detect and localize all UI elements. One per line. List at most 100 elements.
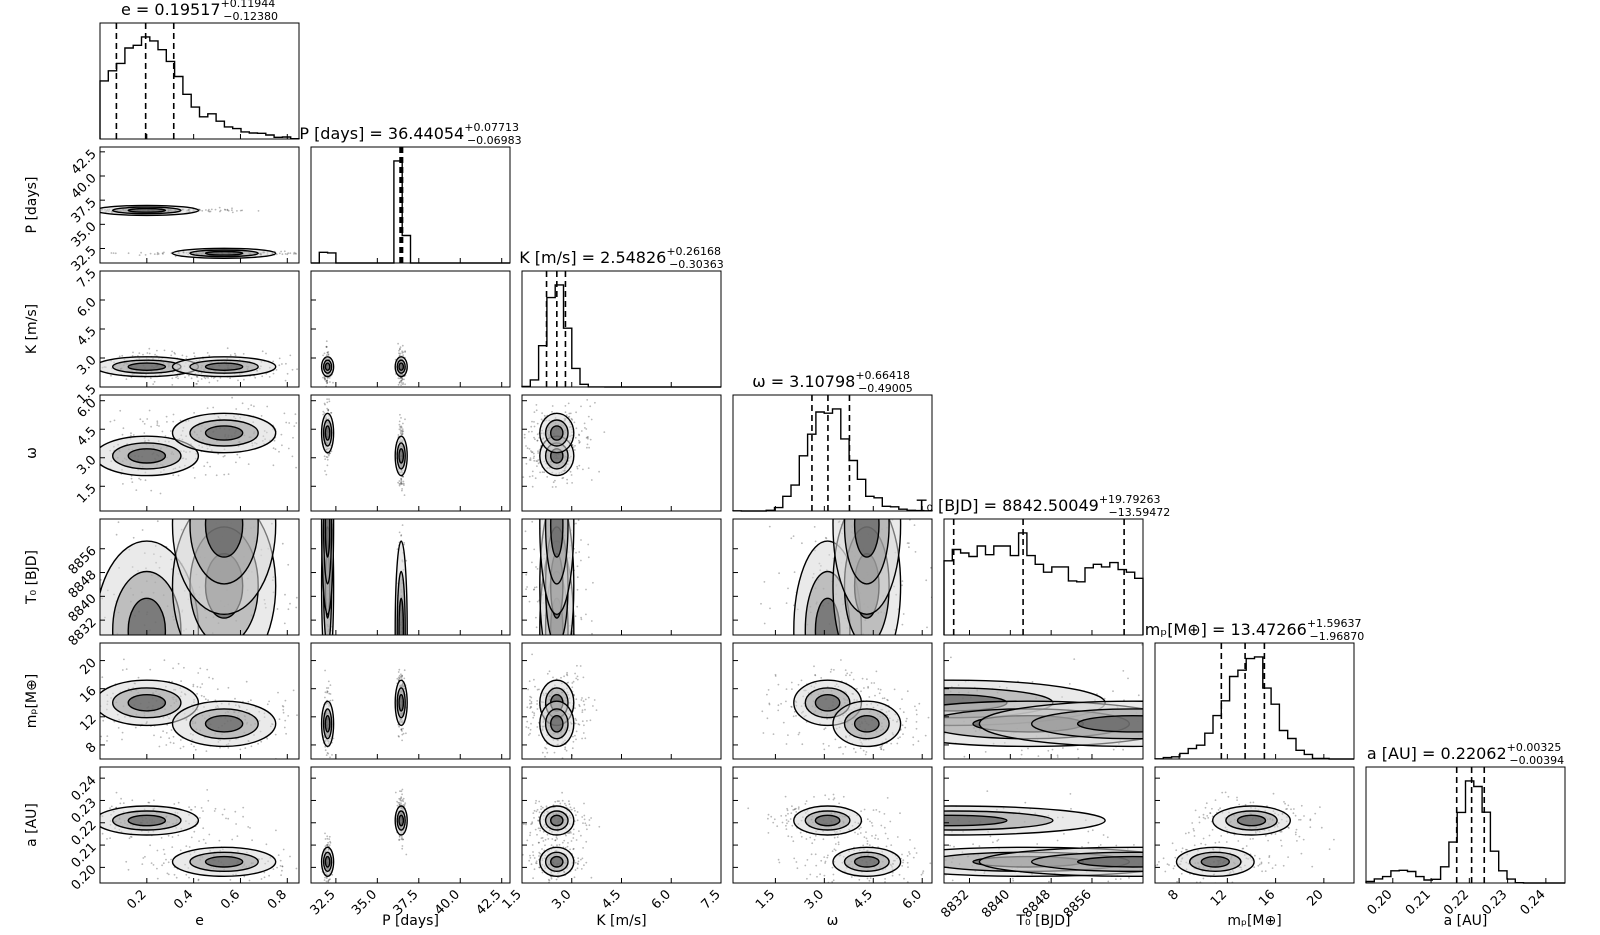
sample-point	[679, 680, 681, 682]
sample-point	[590, 418, 593, 421]
sample-point	[566, 674, 569, 677]
sample-point	[822, 742, 825, 745]
sample-point	[538, 734, 540, 737]
sample-point	[566, 673, 568, 676]
sample-point	[199, 667, 202, 670]
sample-point	[324, 749, 327, 752]
sample-point	[215, 474, 218, 477]
sample-point	[543, 471, 546, 474]
sample-point	[598, 470, 600, 473]
sample-point	[202, 349, 204, 351]
contour-K-omega-1-2	[550, 425, 564, 441]
sample-point	[880, 748, 883, 750]
sample-point	[399, 432, 402, 435]
sample-point	[823, 748, 826, 751]
sample-point	[200, 694, 203, 697]
sample-point	[1153, 694, 1155, 696]
sample-point	[228, 515, 230, 517]
sample-point	[1202, 733, 1204, 735]
sample-point	[325, 354, 328, 357]
sample-point	[574, 615, 577, 618]
sample-point	[326, 691, 328, 694]
sample-point	[787, 734, 789, 736]
sample-point	[106, 740, 108, 742]
sample-point	[838, 746, 840, 749]
sample-point	[832, 652, 834, 654]
sample-point	[836, 512, 838, 514]
sample-point	[235, 461, 237, 464]
sample-point	[398, 667, 400, 669]
sample-point	[132, 351, 134, 354]
sample-point	[158, 425, 160, 427]
sample-point	[573, 407, 575, 409]
sample-point	[1242, 703, 1244, 705]
sample-point	[878, 443, 880, 445]
sample-point	[397, 434, 400, 436]
sample-point	[297, 502, 299, 504]
sample-point	[919, 701, 921, 703]
sample-point	[866, 507, 868, 509]
sample-point	[827, 664, 829, 666]
sample-point	[400, 377, 403, 380]
contour-P-T0-0-2	[398, 597, 405, 635]
sample-point	[327, 483, 329, 485]
sample-point	[207, 210, 210, 212]
sample-point	[532, 457, 535, 459]
sample-point	[142, 353, 144, 356]
panel-frame-e	[99, 22, 300, 140]
sample-point	[327, 409, 330, 411]
sample-point	[575, 411, 577, 414]
sample-point	[75, 509, 77, 511]
sample-point	[525, 573, 528, 576]
sample-point	[818, 738, 820, 740]
sample-point	[814, 540, 817, 543]
sample-point	[284, 253, 287, 255]
sample-point	[518, 439, 520, 441]
sample-point	[122, 427, 125, 430]
sample-point	[574, 722, 577, 725]
sample-point	[325, 456, 328, 458]
sample-point	[326, 508, 328, 510]
sample-point	[400, 479, 403, 482]
sample-point	[529, 732, 531, 735]
title-minus-e: −0.12380	[223, 10, 278, 23]
sample-point	[593, 699, 596, 701]
sample-point	[897, 737, 900, 740]
sample-point	[766, 693, 768, 696]
sample-point	[910, 746, 912, 748]
sample-point	[530, 696, 533, 699]
sample-point	[141, 529, 144, 531]
sample-point	[286, 253, 289, 256]
sample-point	[314, 725, 316, 727]
sample-point	[163, 251, 165, 254]
contour-omega-mp-0-2	[814, 694, 841, 712]
sample-point	[401, 524, 404, 526]
sample-point	[904, 442, 906, 444]
sample-point	[190, 377, 193, 380]
sample-point	[54, 367, 56, 369]
sample-point	[1337, 736, 1339, 738]
sample-point	[57, 379, 59, 381]
sample-point	[916, 734, 918, 736]
sample-point	[154, 751, 156, 753]
sample-point	[193, 352, 195, 354]
sample-point	[403, 378, 405, 381]
sample-point	[577, 519, 580, 522]
sample-point	[234, 354, 237, 357]
sample-point	[531, 561, 533, 564]
sample-point	[147, 651, 149, 653]
sample-point	[303, 423, 305, 425]
sample-point	[520, 710, 522, 712]
sample-point	[774, 673, 777, 676]
sample-point	[524, 530, 527, 533]
sample-point	[912, 736, 915, 739]
sample-point	[41, 357, 43, 359]
sample-point	[1112, 690, 1114, 693]
sample-point	[400, 636, 402, 638]
sample-point	[1194, 726, 1196, 728]
sample-point	[327, 408, 330, 411]
sample-point	[404, 383, 406, 386]
sample-point	[325, 681, 327, 683]
sample-point	[153, 729, 155, 731]
sample-point	[329, 480, 331, 482]
